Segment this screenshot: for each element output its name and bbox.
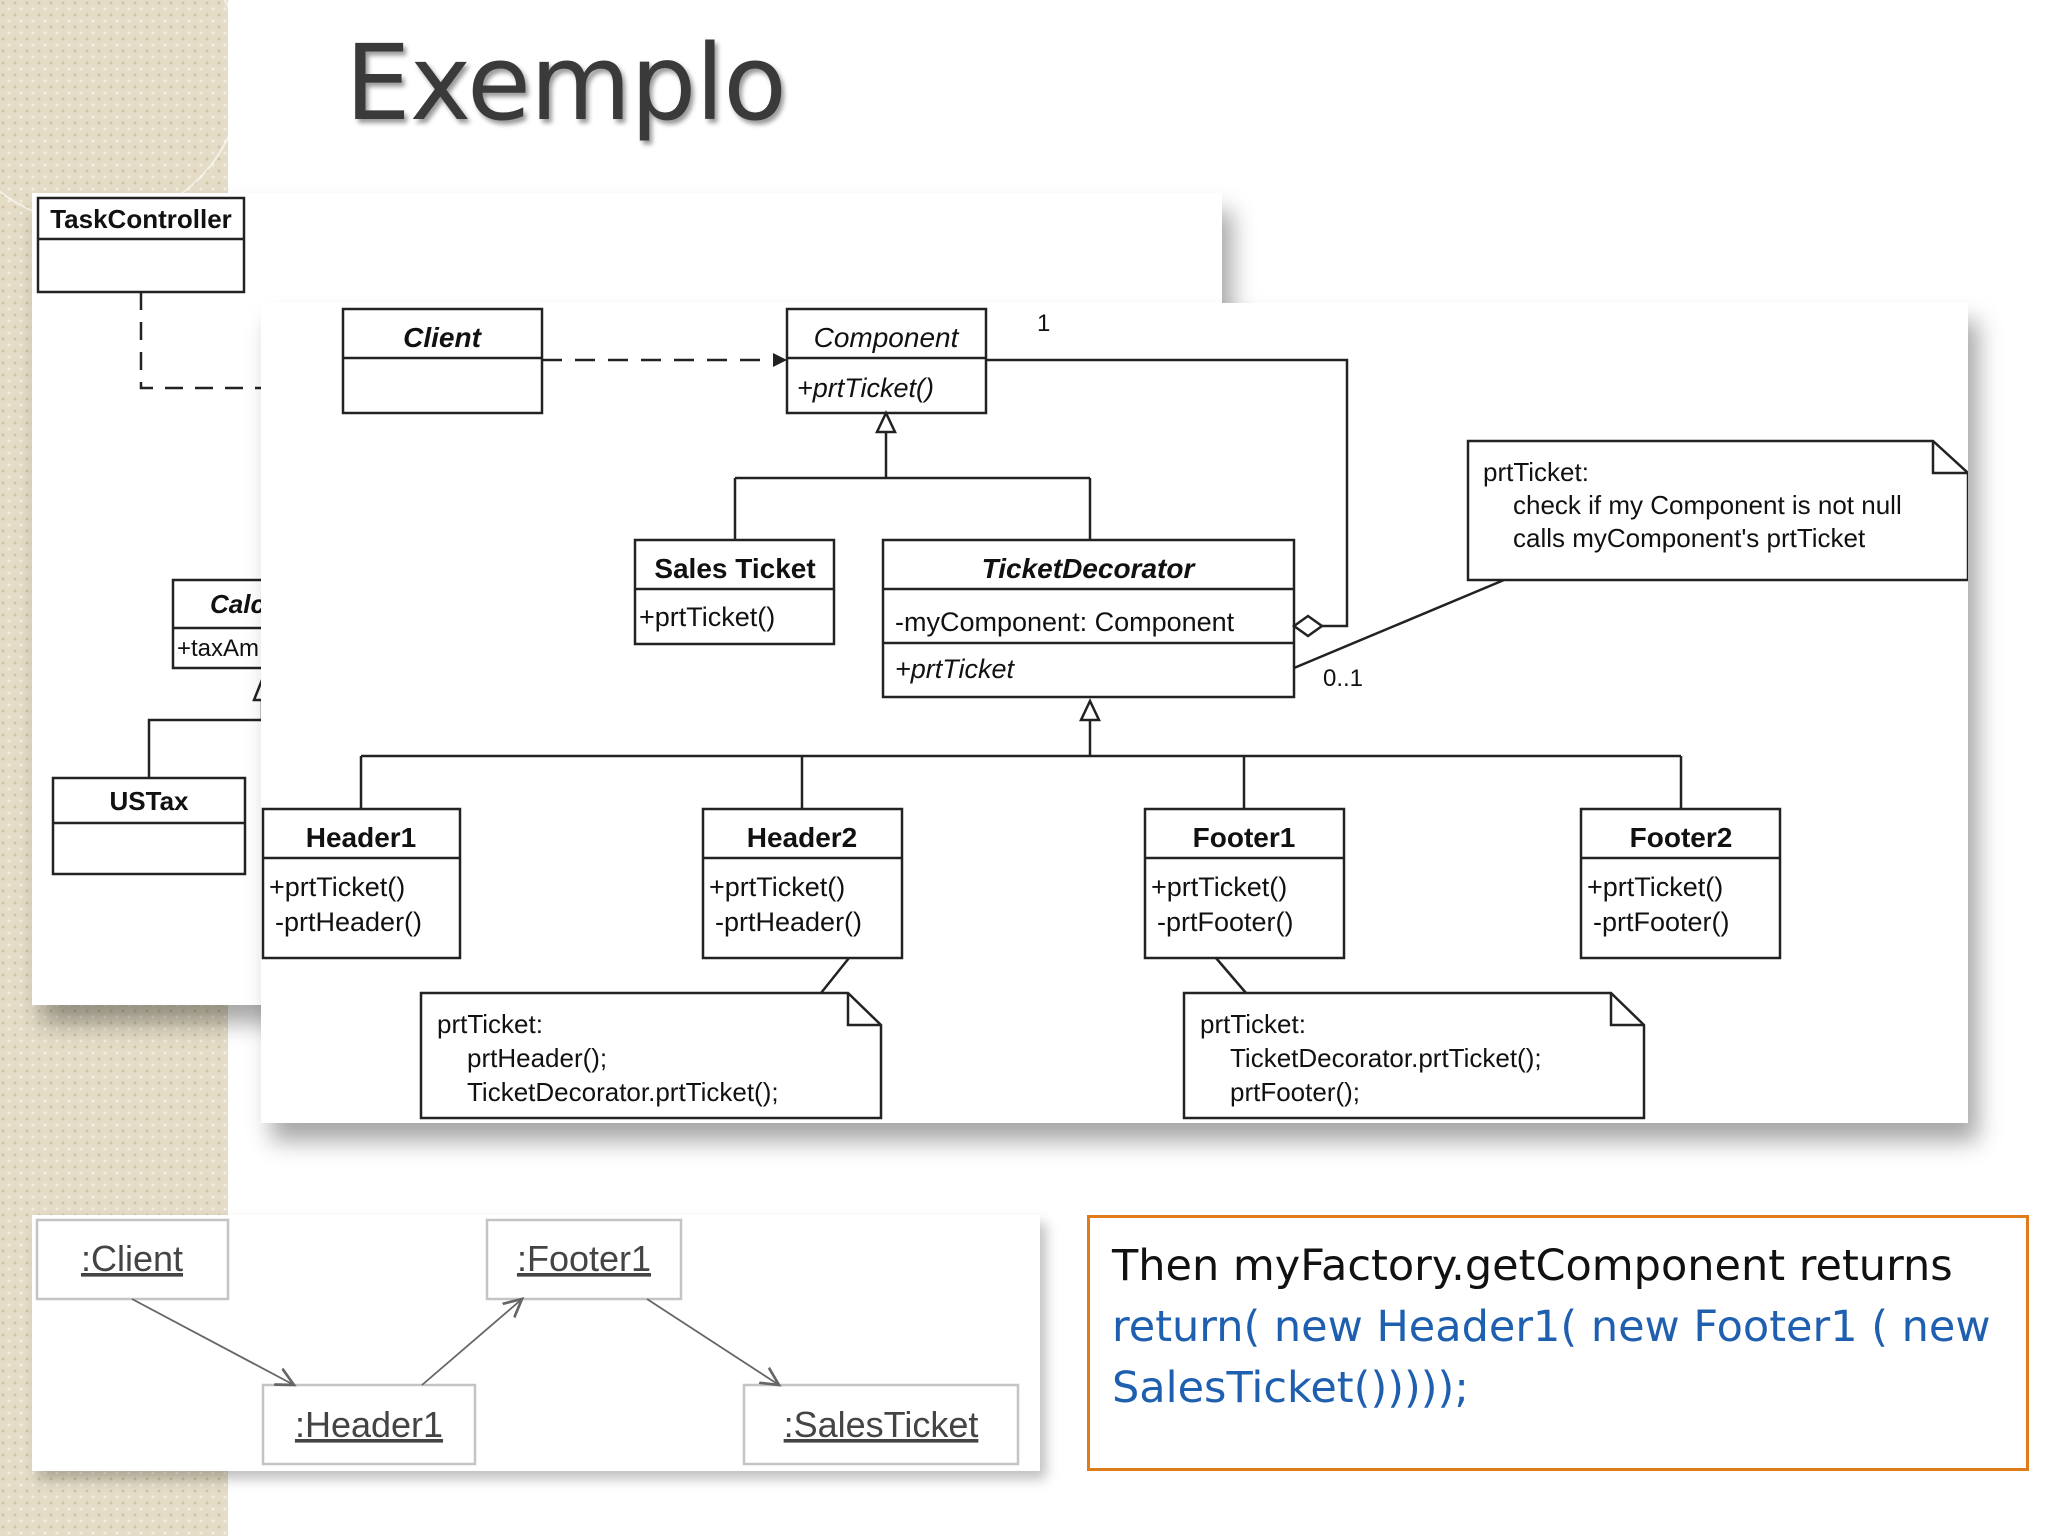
task-controller-class: TaskController <box>36 196 246 294</box>
header1-operation-1: +prtTicket() <box>269 872 405 902</box>
footer1-class-name: Footer1 <box>1193 822 1296 853</box>
sales-ticket-class-name: Sales Ticket <box>654 553 815 584</box>
decorator-note-line-1: prtTicket: <box>1483 457 1589 487</box>
footer1-class: Footer1 +prtTicket() -prtFooter() <box>1143 807 1346 960</box>
header2-operation-2: -prtHeader() <box>715 907 862 937</box>
ustax-class-name: USTax <box>110 786 190 816</box>
footer-note-line-1: prtTicket: <box>1200 1009 1306 1039</box>
object-client-label: :Client <box>81 1238 183 1279</box>
object-sales-ticket-label: :SalesTicket <box>784 1404 979 1445</box>
header-note-line-3: TicketDecorator.prtTicket(); <box>467 1077 779 1107</box>
footer-note: prtTicket: TicketDecorator.prtTicket(); … <box>1182 991 1646 1120</box>
sales-ticket-operation: +prtTicket() <box>639 602 775 632</box>
ustax-class: USTax <box>51 776 247 876</box>
decorator-note: prtTicket: check if my Component is not … <box>1466 439 1968 582</box>
footer-note-line-3: prtFooter(); <box>1230 1077 1360 1107</box>
ustax-inheritance-line <box>147 700 264 778</box>
link-footer1-salesticket <box>646 1298 779 1385</box>
header-note-line-1: prtTicket: <box>437 1009 543 1039</box>
object-footer1-label: :Footer1 <box>517 1238 651 1279</box>
factory-note-text: Then myFactory.getComponent returns <box>1112 1241 1953 1291</box>
client-class-name: Client <box>403 322 482 353</box>
ticket-decorator-class: TicketDecorator -myComponent: Component … <box>881 538 1296 699</box>
footer2-operation-1: +prtTicket() <box>1587 872 1723 902</box>
footer2-class: Footer2 +prtTicket() -prtFooter() <box>1579 807 1782 960</box>
component-class: Component +prtTicket() <box>785 307 988 415</box>
header-note: prtTicket: prtHeader(); TicketDecorator.… <box>419 991 883 1120</box>
task-controller-dependency <box>139 292 272 390</box>
multiplicity-zero-one: 0..1 <box>1323 665 1363 692</box>
aggregation-line <box>986 358 1349 628</box>
footer-note-line-2: TicketDecorator.prtTicket(); <box>1230 1043 1542 1073</box>
footer1-operation-2: -prtFooter() <box>1157 907 1294 937</box>
decorator-generalization-arrow <box>1079 698 1101 722</box>
decorator-note-line-3: calls myComponent's prtTicket <box>1513 523 1866 553</box>
client-class: Client <box>341 307 544 415</box>
header1-class: Header1 +prtTicket() -prtHeader() <box>261 807 462 960</box>
header2-class-name: Header2 <box>747 822 858 853</box>
factory-code-line-2: SalesTicket())))); <box>1112 1363 1469 1413</box>
object-header1: :Header1 <box>261 1383 477 1466</box>
footer1-operation-1: +prtTicket() <box>1151 872 1287 902</box>
task-controller-name: TaskController <box>50 204 232 234</box>
footer-note-connector <box>1215 957 1247 994</box>
header1-operation-2: -prtHeader() <box>275 907 422 937</box>
decorator-class-diagram: Client Component +prtTicket() 1 Sales Ti… <box>261 307 1968 1120</box>
object-footer1: :Footer1 <box>485 1218 683 1301</box>
decorator-note-connector <box>1293 578 1505 670</box>
ticket-decorator-operation: +prtTicket <box>895 654 1016 684</box>
header-note-line-2: prtHeader(); <box>467 1043 607 1073</box>
sales-ticket-class: Sales Ticket +prtTicket() <box>633 538 836 646</box>
slide-title: Exemplo <box>345 22 787 144</box>
link-client-header1 <box>131 1298 294 1385</box>
decorator-note-line-2: check if my Component is not null <box>1513 490 1902 520</box>
decorative-curve <box>0 0 244 224</box>
header-note-connector <box>820 957 850 994</box>
calc-attribute: +taxAm <box>177 635 259 662</box>
component-class-name: Component <box>814 322 960 353</box>
footer2-class-name: Footer2 <box>1630 822 1733 853</box>
link-header1-footer1 <box>421 1299 522 1386</box>
factory-code-line-1: return( new Header1( new Footer1 ( new <box>1112 1302 1991 1352</box>
aggregation-diamond <box>1291 614 1325 638</box>
object-diagram-panel: :Client :Footer1 :Header1 :SalesTicket <box>32 1215 1040 1471</box>
component-operation: +prtTicket() <box>797 373 934 403</box>
ticket-decorator-class-name: TicketDecorator <box>982 553 1197 584</box>
multiplicity-one: 1 <box>1037 310 1050 337</box>
component-generalization-arrow <box>875 410 897 434</box>
header1-class-name: Header1 <box>306 822 417 853</box>
decorator-inheritance-lines <box>359 720 1683 809</box>
header2-class: Header2 +prtTicket() -prtHeader() <box>701 807 904 960</box>
component-inheritance-lines <box>733 432 1092 540</box>
object-diagram: :Client :Footer1 :Header1 :SalesTicket <box>35 1218 1020 1466</box>
client-dependency-arrowhead <box>773 353 787 367</box>
object-header1-label: :Header1 <box>295 1404 443 1445</box>
header2-operation-1: +prtTicket() <box>709 872 845 902</box>
ticket-decorator-attribute: -myComponent: Component <box>895 607 1235 637</box>
footer2-operation-2: -prtFooter() <box>1593 907 1730 937</box>
factory-note-box: Then myFactory.getComponent returns retu… <box>1087 1215 2029 1471</box>
class-diagram-panel: Client Component +prtTicket() 1 Sales Ti… <box>261 303 1968 1123</box>
object-sales-ticket: :SalesTicket <box>742 1383 1020 1466</box>
object-client: :Client <box>35 1218 230 1301</box>
calc-class-name: Calc <box>210 589 265 619</box>
